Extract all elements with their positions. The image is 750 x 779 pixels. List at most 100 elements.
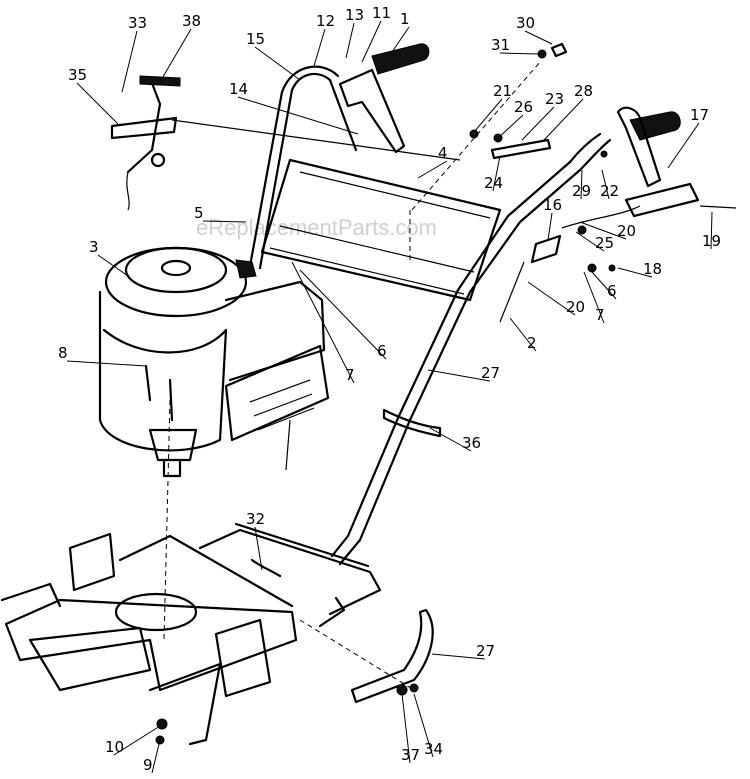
callout-label: 10 [105,738,124,756]
callout-leader [401,693,411,764]
callout-label: 13 [345,6,364,24]
callout-leader [521,106,555,141]
callout-label: 6 [607,282,617,300]
watermark-text: eReplacementParts.com [196,215,437,240]
callout-leader [473,98,503,133]
callout-c27a: 27 [427,364,500,382]
callout-label: 20 [617,222,636,240]
callout-c2: 2 [509,317,537,352]
callout-label: 38 [182,12,201,30]
callout-leader [361,20,382,63]
callout-leader [291,261,355,384]
callout-label: 26 [514,98,533,116]
callout-label: 1 [400,10,410,28]
callout-leader [417,160,448,179]
callout-c17: 17 [667,106,709,169]
callout-leader [710,211,713,250]
callout-label: 3 [89,238,99,256]
callout-leader [617,267,653,278]
callout-c20b: 20 [527,281,585,316]
callout-c14: 14 [229,80,359,135]
callout-label: 18 [643,260,662,278]
callout-c36: 36 [429,427,481,452]
callout-c23: 23 [521,90,564,141]
callout-label: 17 [690,106,709,124]
engine [98,246,330,478]
callout-c30: 30 [516,14,553,45]
callout-c18: 18 [617,260,662,278]
frame-deck [0,408,442,746]
callout-leader [97,254,129,277]
callout-leader [254,526,263,571]
callout-c27b: 27 [431,642,495,660]
callout-leader [429,427,472,452]
callout-c32: 32 [246,510,265,571]
callout-c7b: 7 [583,271,605,324]
callout-leader [524,30,553,45]
callout-leader [391,26,410,53]
shift-lever-assembly [110,75,461,211]
callout-leader [76,82,119,125]
callout-c4: 4 [417,144,448,179]
callout-leader [575,231,605,252]
callout-leader [66,360,147,367]
callout-label: 29 [572,182,591,200]
callout-leader [499,52,539,55]
callout-label: 21 [493,82,512,100]
callout-c12: 12 [313,12,335,67]
callout-leader [431,653,486,660]
callout-label: 24 [484,174,503,192]
callout-c10: 10 [105,725,161,756]
callout-c15: 15 [246,30,301,81]
callout-label: 30 [516,14,535,32]
callout-leader [237,96,359,135]
callout-label: 11 [372,4,391,22]
callout-c13: 13 [345,6,364,59]
callout-c37: 37 [401,693,420,764]
callout-label: 15 [246,30,265,48]
callout-c1: 1 [391,10,410,53]
callout-c6b: 6 [591,271,617,300]
callout-leader [427,369,491,382]
callout-leader [583,271,605,324]
callout-c33: 33 [121,14,147,93]
callout-c16: 16 [543,196,562,241]
callout-label: 33 [128,14,147,32]
callout-leader [580,169,583,200]
callout-label: 14 [229,80,248,98]
callout-label: 19 [702,232,721,250]
callout-c20a: 20 [579,221,636,240]
callout-leader [299,269,387,360]
callout-label: 2 [527,334,537,352]
callout-leader [543,98,584,141]
callout-label: 5 [194,204,204,222]
callout-c7a: 7 [291,261,355,384]
callout-label: 35 [68,66,87,84]
callout-label: 25 [595,234,614,252]
callout-leader [547,212,553,241]
throttle-cable-hardware [469,42,737,323]
callout-c24: 24 [484,155,503,192]
callout-label: 28 [574,82,593,100]
callout-label: 32 [246,510,265,528]
callout-c19: 19 [702,211,721,250]
callout-leader [345,22,355,59]
callout-c22: 22 [600,169,619,200]
callout-label: 34 [424,740,443,758]
callout-label: 8 [58,344,68,362]
callout-leader [159,28,192,83]
callout-c5: 5 [194,204,247,223]
callout-c38: 38 [159,12,201,83]
callout-c3: 3 [89,238,129,277]
callout-leader [254,46,301,81]
dashed-leaders [163,61,541,691]
callout-leader [151,739,161,774]
callout-c8: 8 [58,344,147,367]
callout-leader [492,155,501,192]
callout-label: 16 [543,196,562,214]
callout-label: 7 [595,306,605,324]
callout-label: 20 [566,298,585,316]
callout-label: 31 [491,36,510,54]
